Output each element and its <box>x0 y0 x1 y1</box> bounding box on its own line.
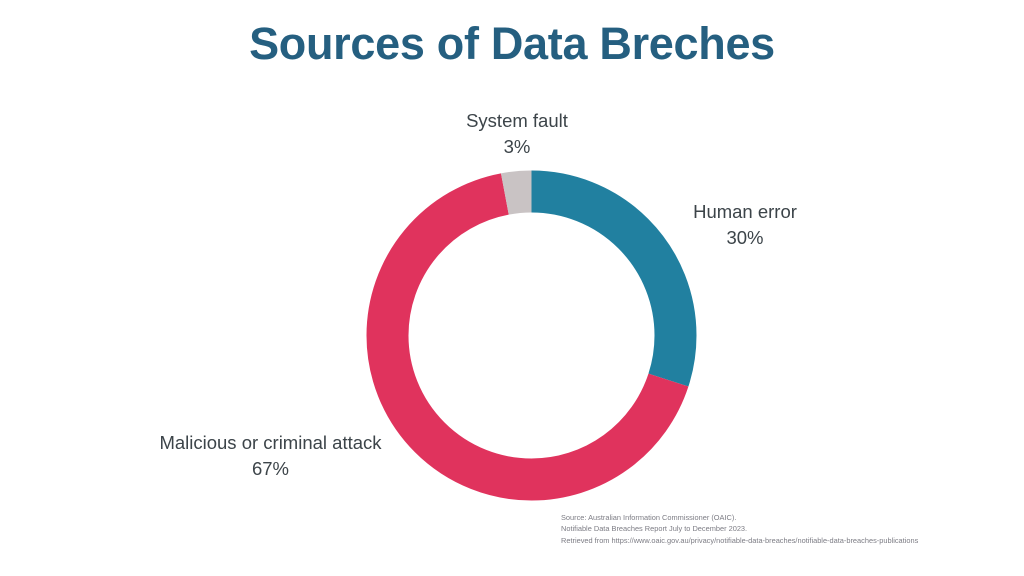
donut-slice-system-fault <box>366 170 697 501</box>
source-citation-line-3: Retrieved from https://www.oaic.gov.au/p… <box>561 535 919 545</box>
slice-label-malicious-attack-value: 67% <box>251 457 290 479</box>
donut-chart-svg <box>366 170 697 501</box>
donut-slice-malicious <box>366 170 697 501</box>
slice-label-malicious-attack: Malicious or criminal attack 67% <box>138 430 403 481</box>
slice-label-system-fault-value: 3% <box>503 135 531 157</box>
slice-label-human-error-name: Human error <box>693 201 797 222</box>
donut-chart <box>366 170 697 501</box>
slice-label-system-fault-name: System fault <box>466 110 568 131</box>
slice-label-system-fault: System fault 3% <box>437 108 597 159</box>
page-title: Sources of Data Breches <box>249 18 775 69</box>
slice-label-human-error: Human error 30% <box>661 199 829 250</box>
source-citation: Source: Australian Information Commissio… <box>561 512 981 546</box>
source-citation-line-1: Source: Australian Information Commissio… <box>561 513 737 522</box>
slice-label-human-error-value: 30% <box>726 226 764 248</box>
slice-label-malicious-attack-name: Malicious or criminal attack <box>159 432 382 453</box>
source-citation-line-2: Notifiable Data Breaches Report July to … <box>561 524 748 534</box>
